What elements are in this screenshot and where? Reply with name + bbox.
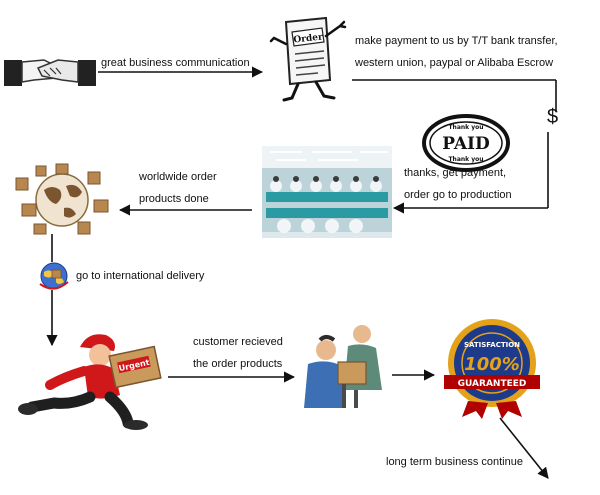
stamp-top-text: Thank you xyxy=(448,124,483,131)
globe-boxes-icon xyxy=(12,160,112,240)
label-paid: thanks, get payment,order go to producti… xyxy=(404,167,512,201)
stamp-bottom-text: Thank you xyxy=(448,156,483,163)
label-communication: great business communication xyxy=(101,57,250,69)
seal-main-text: 100% xyxy=(464,354,520,375)
factory-workers-image xyxy=(262,146,392,238)
customer-receiving-icon xyxy=(300,320,392,408)
satisfaction-seal-icon: SATISFACTION 100% GUARANTEED xyxy=(434,315,550,419)
paid-stamp-icon: Thank you PAID Thank you xyxy=(420,112,512,174)
globe-delivery-icon xyxy=(36,260,72,292)
label-payment: make payment to us by T/T bank transfer,… xyxy=(355,35,558,69)
label-satisfaction: long term business continue xyxy=(386,456,523,468)
order-badge-text: Order xyxy=(293,32,323,45)
seal-top-text: SATISFACTION xyxy=(464,341,520,349)
arrow-seal-to-end xyxy=(499,417,549,479)
order-document-icon: Order xyxy=(268,14,348,106)
label-delivery: go to international delivery xyxy=(76,270,205,282)
dollar-sign: $ xyxy=(547,106,559,128)
stamp-main-text: PAID xyxy=(442,134,490,154)
seal-bottom-text: GUARANTEED xyxy=(458,379,527,389)
handshake-icon xyxy=(4,46,96,96)
courier-runner-icon: Urgent xyxy=(14,325,166,430)
